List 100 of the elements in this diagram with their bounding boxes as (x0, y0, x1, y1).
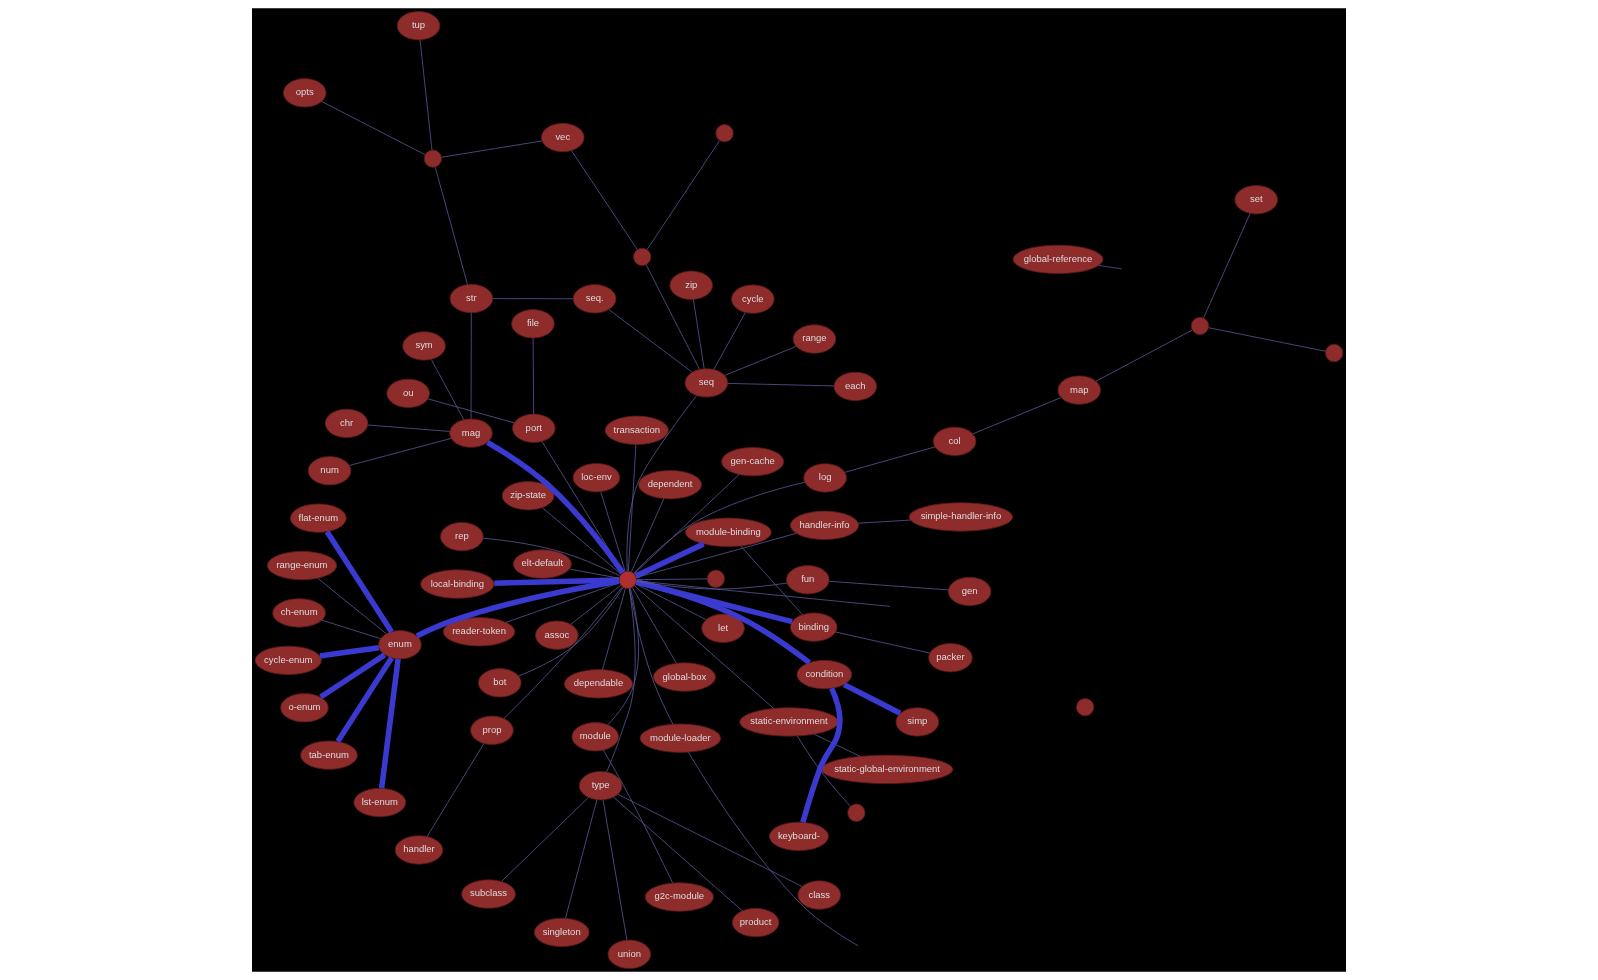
connector (415, 578, 620, 639)
node-circle (618, 570, 637, 589)
node-circle (1325, 343, 1344, 363)
node-ellipse: reader-token (442, 617, 516, 647)
connector (617, 793, 803, 887)
node-ellipse: flat-enum (290, 503, 347, 533)
node-ellipse: module-binding (685, 517, 772, 547)
node-ellipse: singleton (533, 917, 590, 947)
connector (430, 359, 465, 420)
connector (972, 397, 1062, 435)
connector (645, 264, 700, 370)
node-ellipse: type (578, 771, 623, 801)
connector (321, 619, 381, 640)
connector (335, 656, 394, 743)
node-ellipse: g2c-module (644, 882, 714, 912)
connector (633, 474, 740, 575)
connector (542, 507, 622, 575)
connector (1098, 265, 1122, 270)
node-ellipse: zip (669, 270, 713, 300)
connector (688, 751, 859, 947)
node-ellipse: handler (394, 835, 444, 865)
node-ellipse: gen (947, 576, 992, 607)
connector (494, 577, 620, 586)
connector (813, 733, 861, 757)
node-ellipse: subclass (461, 879, 516, 909)
node-ellipse: class (797, 880, 841, 910)
connector (470, 312, 472, 420)
connector (378, 658, 401, 789)
connector (349, 438, 452, 466)
connector (693, 299, 705, 370)
node-ellipse: static-environment (739, 707, 839, 737)
connector (608, 309, 693, 373)
node-ellipse: prop (470, 715, 514, 745)
connector (631, 498, 665, 573)
node-ellipse: let (701, 613, 745, 643)
connector (317, 577, 387, 635)
connector (505, 582, 620, 623)
node-ellipse: file (511, 309, 555, 339)
node-ellipse: module (571, 722, 619, 752)
node-ellipse: tup (396, 11, 441, 41)
connector (627, 444, 637, 572)
connector (367, 424, 450, 432)
connector (427, 398, 515, 424)
connector (613, 796, 743, 912)
connector (1203, 213, 1251, 319)
node-ellipse: lst-enum (353, 787, 407, 818)
connector (796, 735, 851, 807)
connector (634, 541, 705, 579)
node-ellipse: keyboard- (769, 821, 829, 851)
node-ellipse: seq. (572, 284, 617, 314)
node-circle (633, 247, 652, 266)
node-ellipse: cycle (731, 284, 775, 314)
connector (636, 580, 891, 607)
connector (635, 579, 793, 625)
connector (501, 797, 589, 882)
connector (486, 439, 626, 575)
connector (441, 140, 543, 158)
connector (724, 346, 797, 376)
connector (321, 101, 426, 155)
node-ellipse: static-global-environment (820, 754, 954, 784)
node-circle (706, 569, 725, 588)
node-circle (423, 149, 442, 168)
connector (633, 481, 806, 574)
node-ellipse: str (449, 283, 494, 314)
node-ellipse: mag (449, 418, 493, 448)
connector (602, 749, 673, 884)
connector (532, 337, 535, 415)
node-ellipse: local-binding (420, 569, 495, 599)
node-ellipse: elt-default (512, 549, 572, 579)
node-circle (1190, 316, 1210, 336)
node-ellipse: handler-info (789, 510, 859, 540)
connector (569, 568, 620, 579)
node-ellipse: dependable (563, 669, 633, 699)
node-ellipse: vec (541, 122, 585, 153)
node-ellipse: global-box (653, 662, 716, 692)
node-ellipse: fun (786, 565, 830, 595)
node-ellipse: ch-enum (272, 598, 326, 628)
node-ellipse: cycle-enum (254, 645, 322, 675)
connector (635, 579, 812, 665)
connector (570, 584, 622, 625)
connector (835, 631, 931, 654)
node-ellipse: product (731, 907, 780, 938)
connector (713, 312, 746, 370)
node-ellipse: zip-state (501, 481, 555, 511)
node-ellipse: simp (895, 707, 940, 737)
node-ellipse: condition (796, 659, 853, 690)
connector (319, 645, 380, 659)
connector (646, 140, 720, 250)
node-ellipse: seq (684, 368, 729, 398)
connector (727, 383, 835, 387)
connector (319, 652, 387, 700)
connector (800, 687, 843, 823)
node-ellipse: set (1234, 185, 1278, 215)
node-ellipse: union (607, 939, 652, 969)
connector (636, 580, 788, 590)
node-ellipse: loc-env (572, 463, 621, 493)
node-circle (847, 803, 866, 822)
connector (571, 150, 638, 250)
node-ellipse: range-enum (266, 550, 337, 581)
node-ellipse: dependent (638, 470, 702, 500)
